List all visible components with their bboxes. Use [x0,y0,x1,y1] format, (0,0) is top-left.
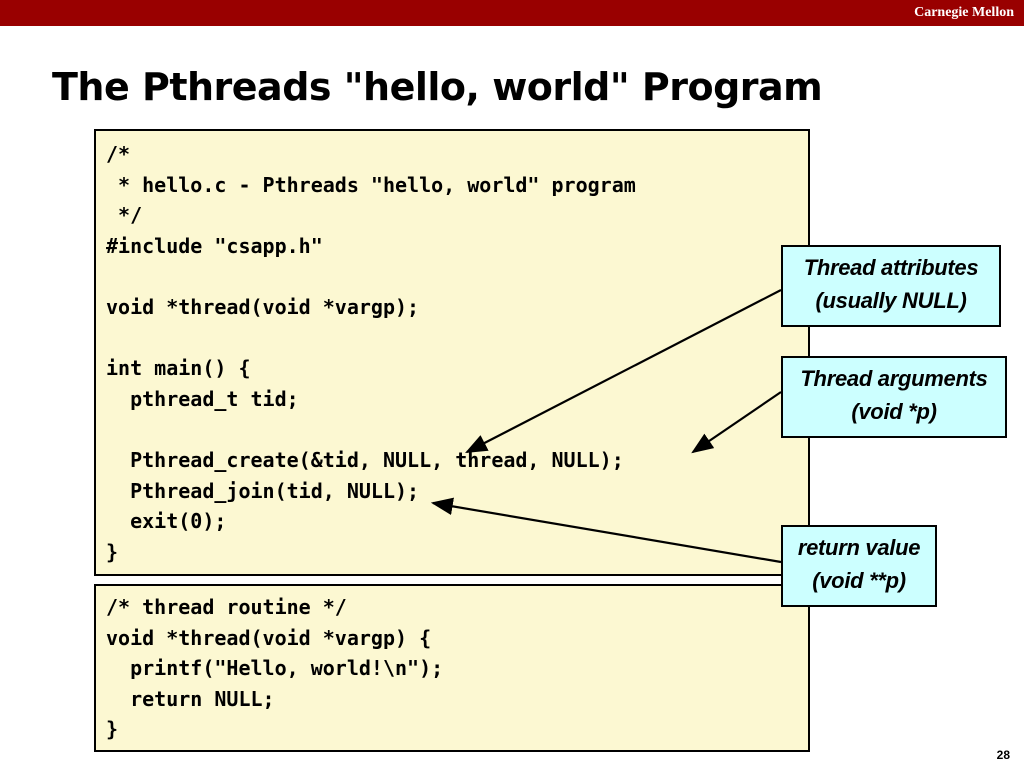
code-line: } [106,539,119,564]
code-line: void *thread(void *vargp); [106,294,420,319]
brand-label: Carnegie Mellon [914,5,1014,20]
code-line [106,323,808,354]
thread-arguments-callout: Thread arguments (void *p) [781,356,1007,438]
callout-line: (void **p) [812,568,906,593]
code-line [106,414,808,445]
callout-line: (void *p) [851,399,937,424]
code-line: /* [106,142,131,166]
code-line: Pthread_create(&tid, NULL, thread, NULL)… [106,447,624,472]
code-line [106,261,808,292]
callout-line: return value [797,535,921,560]
return-value-callout: return value (void **p) [781,525,937,607]
callout-line: Thread arguments [800,366,988,391]
slide-title: The Pthreads "hello, world" Program [52,65,823,109]
code-line: * hello.c - Pthreads "hello, world" prog… [106,172,636,197]
thread-attributes-callout: Thread attributes (usually NULL) [781,245,1001,327]
header-bar: Carnegie Mellon [0,0,1024,26]
code-line: /* thread routine */ [106,595,347,619]
code-line: pthread_t tid; [106,386,299,411]
page-number: 28 [996,748,1010,762]
code-line: return NULL; [106,686,275,711]
code-line: printf("Hello, world!\n"); [106,656,444,681]
code-line: int main() { [106,356,251,381]
callout-line: Thread attributes [803,255,979,280]
code-line: Pthread_join(tid, NULL); [106,478,420,503]
callout-line: (usually NULL) [815,288,967,313]
thread-routine-code-block: /* thread routine */ void *thread(void *… [94,584,810,752]
code-line: #include "csapp.h" [106,233,323,258]
code-line: } [106,717,119,742]
code-line: exit(0); [106,509,227,534]
code-line: */ [106,203,143,228]
main-code-block: /* * hello.c - Pthreads "hello, world" p… [94,129,810,576]
code-line: void *thread(void *vargp) { [106,625,432,650]
